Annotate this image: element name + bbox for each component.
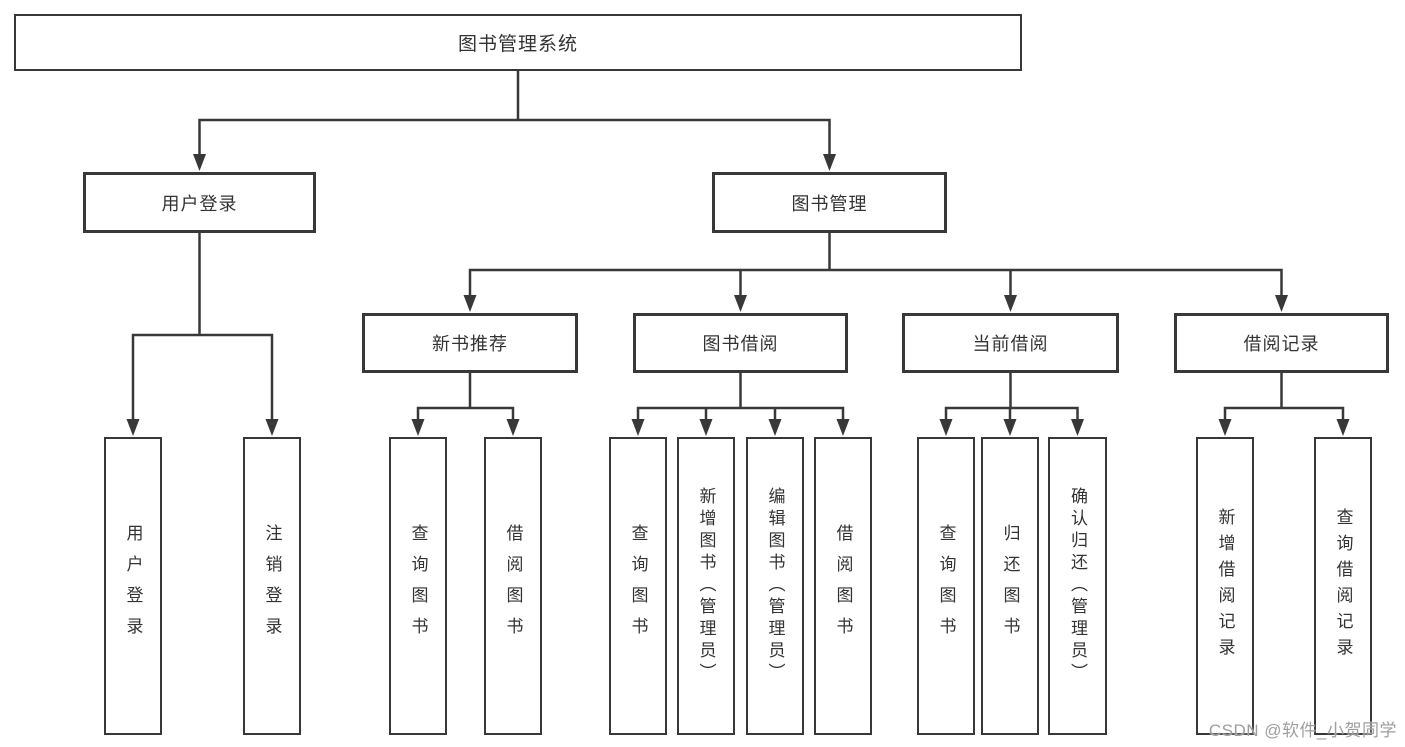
node-leaf-logout: 注销登录 [243,437,301,735]
arrowhead [1071,419,1084,436]
node-leaf-nb-borrow-label: 借阅图书 [503,524,523,648]
arrowhead [1336,419,1350,436]
connector-new-book-rec [411,371,520,436]
node-leaf-cb-query: 查询图书 [917,437,975,735]
node-leaf-br-query-label: 查询借阅记录 [1333,508,1353,664]
node-leaf-user-login: 用户登录 [104,437,162,735]
node-leaf-bb-borrow: 借阅图书 [814,437,872,735]
node-current-borrow: 当前借阅 [902,313,1119,373]
node-leaf-logout-label: 注销登录 [262,524,282,648]
node-leaf-br-add: 新增借阅记录 [1196,437,1254,735]
arrowhead [265,419,279,436]
arrowhead [1275,295,1288,312]
node-new-book-rec: 新书推荐 [362,313,578,373]
node-leaf-cb-confirm: 确认归还（管理员） [1048,437,1107,735]
arrowhead [193,154,206,171]
node-leaf-nb-query: 查询图书 [389,437,447,735]
node-leaf-nb-borrow: 借阅图书 [484,437,542,735]
arrowhead [463,295,477,312]
arrowhead [836,419,850,436]
node-borrow-records-label: 借阅记录 [1243,334,1320,354]
node-leaf-bb-edit-label: 编辑图书（管理员） [765,487,785,685]
node-root: 图书管理系统 [14,14,1022,71]
arrowhead [1003,419,1017,436]
node-book-borrow-label: 图书借阅 [702,334,779,354]
connector-root [193,69,836,171]
node-leaf-bb-add-label: 新增图书（管理员） [696,487,716,685]
connector-user-login [126,231,279,436]
arrowhead [699,419,713,436]
node-leaf-br-add-label: 新增借阅记录 [1215,508,1235,664]
arrowhead [506,419,520,436]
node-leaf-cb-query-label: 查询图书 [936,524,956,648]
node-user-login-label: 用户登录 [161,193,238,214]
node-borrow-records: 借阅记录 [1174,313,1389,373]
node-book-mgmt-label: 图书管理 [791,193,868,214]
node-current-borrow-label: 当前借阅 [972,334,1049,354]
connector-book-borrow [631,371,850,436]
arrowhead [126,419,140,436]
arrowhead [631,419,645,436]
node-leaf-nb-query-label: 查询图书 [408,524,428,648]
arrowhead [411,419,425,436]
watermark: CSDN @软件_小贺同学 [1208,721,1397,740]
node-leaf-cb-confirm-label: 确认归还（管理员） [1068,487,1087,685]
arrowhead [939,419,953,436]
connector-borrow-records [1218,371,1350,436]
node-leaf-bb-add: 新增图书（管理员） [677,437,735,735]
arrowhead [1004,295,1017,312]
node-leaf-bb-edit: 编辑图书（管理员） [746,437,804,735]
arrowhead [1218,419,1232,436]
arrowhead [734,295,747,312]
node-leaf-bb-query-label: 查询图书 [628,524,648,648]
connector-book-mgmt [463,231,1288,312]
node-leaf-bb-borrow-label: 借阅图书 [833,524,853,648]
node-new-book-rec-label: 新书推荐 [432,334,508,354]
node-leaf-cb-return: 归还图书 [981,437,1039,735]
node-book-mgmt: 图书管理 [712,172,947,233]
arrowhead [768,419,782,436]
node-leaf-user-login-label: 用户登录 [123,524,143,648]
node-book-borrow: 图书借阅 [633,313,848,373]
node-leaf-cb-return-label: 归还图书 [1000,524,1020,648]
connector-current-borrow [939,371,1084,436]
node-user-login: 用户登录 [83,172,316,233]
node-leaf-br-query: 查询借阅记录 [1314,437,1372,735]
node-root-label: 图书管理系统 [457,34,578,55]
node-leaf-bb-query: 查询图书 [609,437,667,735]
arrowhead [823,154,836,171]
